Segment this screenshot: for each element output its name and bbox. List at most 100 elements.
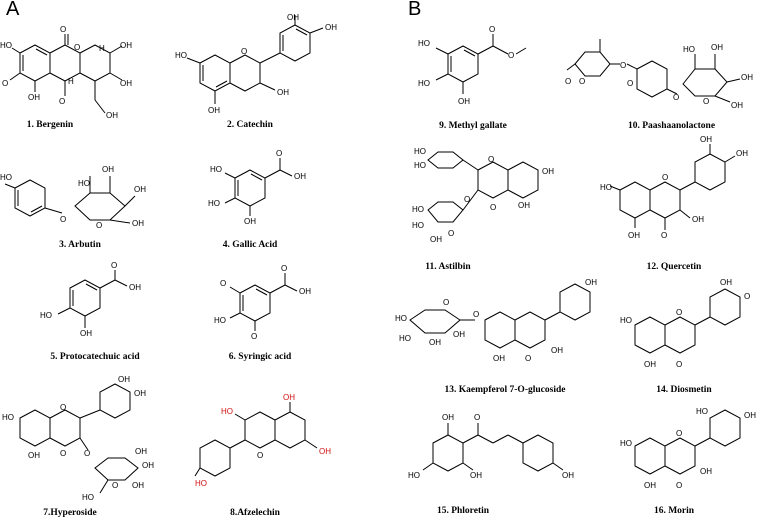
astilbin-structure: HO HO O OH O HO HO OH O O OH bbox=[412, 147, 554, 244]
methyl-gallate-atom-label: OH bbox=[458, 97, 470, 106]
catechin-structure: OH OH HO O OH OH bbox=[175, 13, 337, 115]
methyl-gallate-atom-label: HO bbox=[418, 79, 430, 88]
compound-caption: 2. Catechin bbox=[227, 120, 273, 130]
bergenin-atom-label: OH bbox=[106, 111, 118, 120]
kaempferol-atom-label: OH bbox=[453, 330, 465, 339]
compound-caption: 14. Diosmetin bbox=[656, 385, 712, 395]
syringic-structure: O HO O O OH bbox=[214, 264, 311, 341]
diosmetin-atom-label: O bbox=[676, 308, 682, 317]
hyperoside-atom-label: HO bbox=[2, 413, 14, 422]
compound-hyperoside: OH OH HO O OH O O OH O OH OH HO 7.Hypero… bbox=[0, 375, 190, 522]
astilbin-atom-label: O bbox=[464, 195, 470, 204]
morin-atom-label: OH bbox=[644, 481, 656, 490]
paashaanolactone-atom-label: OH bbox=[731, 101, 743, 110]
compound-caption: 9. Methyl gallate bbox=[439, 121, 507, 131]
compound-caption: 15. Phloretin bbox=[436, 506, 490, 516]
catechin-atom-label: OH bbox=[277, 88, 289, 97]
compound-caption: 4. Gallic Acid bbox=[222, 240, 278, 250]
gallic-atom-label: HO bbox=[208, 199, 220, 208]
paashaanolactone-atom-label: O bbox=[565, 77, 571, 86]
compound-quercetin: OH OH HO O OH OH O 12. Quercetin bbox=[600, 135, 778, 278]
paashaanolactone-atom-label: O bbox=[673, 93, 679, 102]
paashaanolactone-atom-label: OH bbox=[711, 43, 723, 52]
hyperoside-atom-label: OH bbox=[118, 375, 130, 384]
hyperoside-atom-label: OH bbox=[134, 389, 146, 398]
protocatechuic-structure: O OH HO OH bbox=[40, 261, 141, 338]
arbutin-atom-label: HO bbox=[0, 173, 12, 182]
compound-caption: 10. Paashaanolactone bbox=[627, 121, 716, 131]
arbutin-atom-label: OH bbox=[102, 165, 114, 174]
catechin-atom-label: HO bbox=[175, 51, 187, 60]
compound-astilbin: HO HO O OH O HO HO OH O O OH 11. Astilbi… bbox=[408, 147, 568, 278]
astilbin-atom-label: HO bbox=[412, 221, 424, 230]
catechin-atom-label: OH bbox=[325, 23, 337, 32]
gallic-atom-label: OH bbox=[294, 172, 306, 181]
morin-atom-label: O bbox=[676, 429, 682, 438]
kaempferol-atom-label: O bbox=[525, 354, 531, 363]
quercetin-atom-label: O bbox=[661, 231, 667, 240]
arbutin-structure: HO HO OH OH O O OH bbox=[0, 165, 146, 230]
gallic-atom-label: OH bbox=[244, 217, 256, 226]
paashaanolactone-atom-label: HO bbox=[683, 45, 695, 54]
hyperoside-atom-label: O bbox=[60, 449, 66, 458]
methyl-gallate-atom-label: O bbox=[508, 51, 514, 60]
panel-label-a: A bbox=[6, 0, 20, 20]
paashaanolactone-structure: O O O O HO OH OH O O OH bbox=[565, 39, 753, 110]
compound-caption: 5. Protocatechuic acid bbox=[50, 352, 140, 362]
phloretin-atom-label: O bbox=[474, 413, 480, 422]
compound-caption: 3. Arbutin bbox=[59, 240, 101, 250]
compound-catechin: OH OH HO O OH OH 2. Catechin bbox=[175, 13, 375, 138]
gallic-atom-label: O bbox=[276, 149, 282, 158]
bergenin-atom-label: OH bbox=[28, 93, 40, 102]
afzelechin-atom-label: O bbox=[257, 451, 263, 460]
catechin-atom-label: OH bbox=[208, 106, 220, 115]
kaempferol-atom-label: OH bbox=[493, 354, 505, 363]
arbutin-atom-label: O bbox=[96, 221, 102, 230]
morin-structure: HO OH HO O OH OH O bbox=[620, 407, 756, 490]
morin-atom-label: HO bbox=[696, 407, 708, 416]
methyl-gallate-atom-label: HO bbox=[418, 39, 430, 48]
hyperoside-atom-label: O bbox=[112, 481, 118, 490]
diosmetin-atom-label: OH bbox=[644, 360, 656, 369]
diosmetin-atom-label: HO bbox=[620, 316, 632, 325]
quercetin-atom-label: O bbox=[662, 173, 668, 182]
paashaanolactone-atom-label: O bbox=[620, 61, 626, 70]
phloretin-atom-label: OH bbox=[470, 471, 482, 480]
compound-caption: 13. Kaempferol 7-O-glucoside bbox=[444, 385, 566, 395]
kaempferol-atom-label: HO bbox=[395, 314, 407, 323]
hyperoside-atom-label: OH bbox=[132, 481, 144, 490]
arbutin-atom-label: OH bbox=[132, 219, 144, 228]
hyperoside-atom-label: O bbox=[60, 403, 66, 412]
panel-label-b: B bbox=[408, 0, 422, 20]
bergenin-atom-label: O bbox=[59, 97, 65, 106]
syringic-atom-label: OH bbox=[299, 287, 311, 296]
arbutin-atom-label: OH bbox=[134, 185, 146, 194]
paashaanolactone-atom-label: OH bbox=[741, 73, 753, 82]
kaempferol-glucoside-structure: OH HO O O HO OH OH OH O OH bbox=[395, 278, 597, 363]
phloretin-atom-label: OH bbox=[562, 471, 574, 480]
hyperoside-atom-label: HO bbox=[82, 493, 94, 502]
astilbin-atom-label: HO bbox=[414, 161, 426, 170]
compound-morin: HO OH HO O OH OH O 16. Morin bbox=[620, 407, 778, 522]
astilbin-atom-label: O bbox=[488, 155, 494, 164]
bergenin-atom-label: OH bbox=[120, 79, 132, 88]
afzelechin-structure: OH HO HO O OH bbox=[194, 393, 331, 488]
afzelechin-atom-label: OH bbox=[283, 393, 295, 402]
hyperoside-atom-label: OH bbox=[142, 461, 154, 470]
bergenin-structure: O O HO O H H OH OH OH O OH bbox=[0, 25, 132, 120]
astilbin-atom-label: OH bbox=[430, 235, 442, 244]
compound-phloretin: OH O HO OH OH 15. Phloretin bbox=[408, 408, 608, 522]
bergenin-atom-label: H bbox=[99, 44, 105, 53]
kaempferol-atom-label: OH bbox=[551, 346, 563, 355]
compound-gallic-acid: HO HO OH O OH 4. Gallic Acid bbox=[200, 149, 360, 258]
afzelechin-atom-label: OH bbox=[319, 447, 331, 456]
compound-protocatechuic-acid: O OH HO OH 5. Protocatechuic acid bbox=[0, 261, 190, 368]
bergenin-atom-label: O bbox=[2, 79, 8, 88]
protocatechuic-atom-label: HO bbox=[40, 311, 52, 320]
paashaanolactone-atom-label: O bbox=[703, 97, 709, 106]
astilbin-atom-label: HO bbox=[414, 147, 426, 156]
phloretin-atom-label: OH bbox=[442, 413, 454, 422]
protocatechuic-atom-label: OH bbox=[80, 329, 92, 338]
catechin-atom-label: O bbox=[241, 47, 247, 56]
compound-caption: 11. Astilbin bbox=[425, 262, 471, 272]
